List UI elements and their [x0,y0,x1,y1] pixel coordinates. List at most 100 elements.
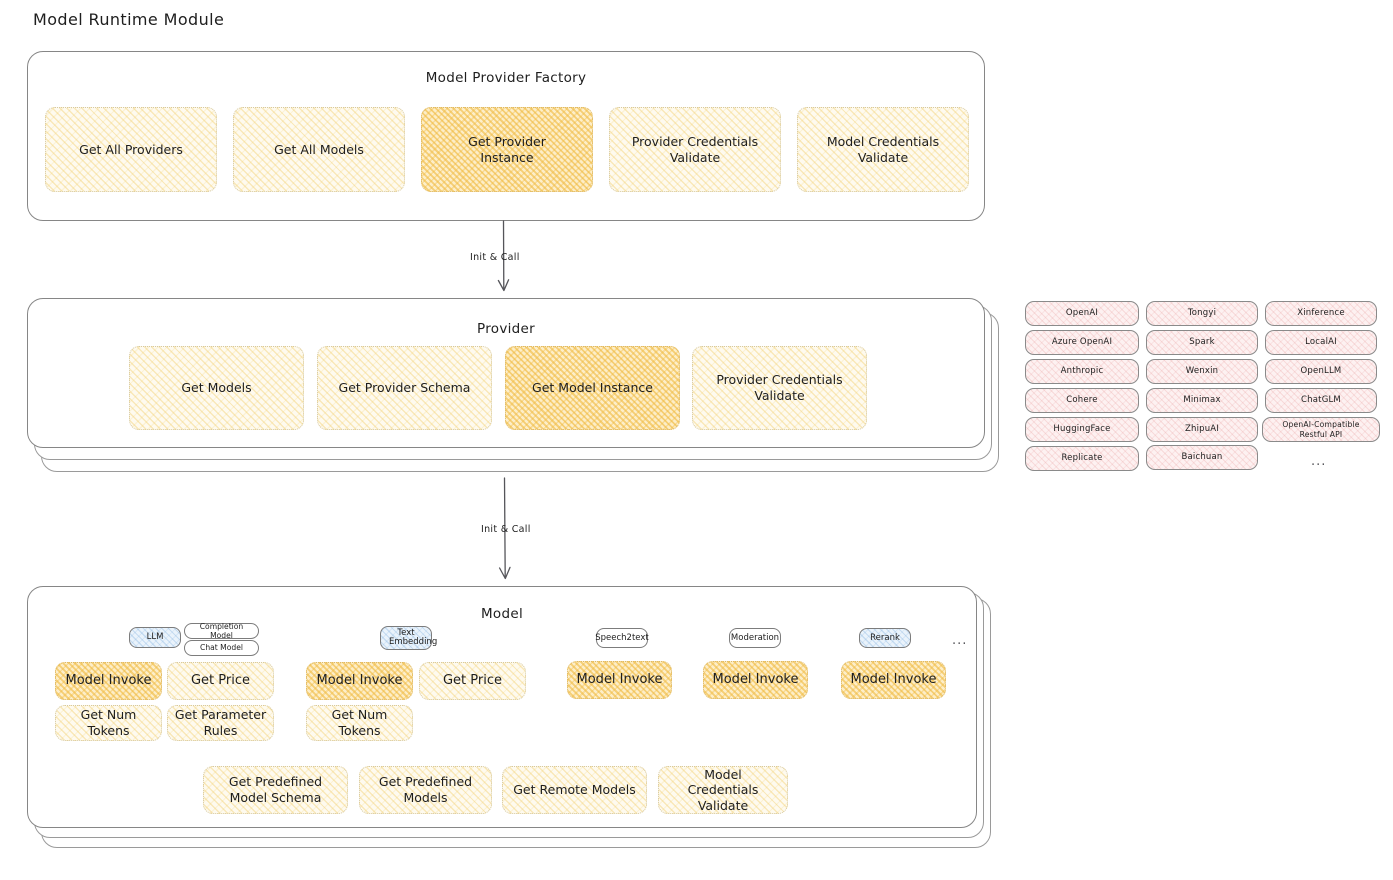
provider-chip-label: Spark [1189,337,1215,348]
method-label: Get Predefined Model Schema [228,774,323,805]
model-type-chip-llm[interactable]: LLM [129,627,181,648]
provider-chip-openai[interactable]: OpenAI [1025,301,1139,326]
model-method-get-remote-models[interactable]: Get Remote Models [502,766,647,814]
text-embedding-method-model-invoke[interactable]: Model Invoke [306,662,413,700]
provider-box-provider-credentials-validate[interactable]: Provider Credentials Validate [692,346,867,430]
speech2text-method-model-invoke[interactable]: Model Invoke [567,661,672,699]
provider-chip-wenxin[interactable]: Wenxin [1146,359,1258,384]
arrow-provider-to-model [498,477,511,580]
provider-box-get-models[interactable]: Get Models [129,346,304,430]
factory-box-label: Model Credentials Validate [826,133,940,165]
provider-chip-zhipuai[interactable]: ZhipuAI [1146,417,1258,442]
page-title: Model Runtime Module [33,10,225,29]
provider-box-get-model-instance[interactable]: Get Model Instance [505,346,680,430]
factory-box-get-all-providers[interactable]: Get All Providers [45,107,217,192]
factory-box-label: Provider Credentials Validate [631,133,759,165]
provider-chip-replicate[interactable]: Replicate [1025,446,1139,471]
provider-box-label: Get Models [181,380,252,396]
provider-chip-label: Baichuan [1181,452,1223,463]
model-subtype-chip-chat-model[interactable]: Chat Model [184,640,259,656]
provider-chip-label: OpenAI [1065,308,1099,319]
model-type-chip-rerank[interactable]: Rerank [859,628,911,648]
model-subtype-chip-completion-model[interactable]: Completion Model [184,621,259,640]
method-label: Get Predefined Models [378,774,473,805]
method-label: Get Parameter Rules [174,707,267,738]
method-label: Model Invoke [712,671,799,687]
provider-chip-label: Tongyi [1187,308,1217,319]
method-label: Get Num Tokens [331,707,388,738]
provider-chip-label: Cohere [1066,395,1098,406]
moderation-method-model-invoke[interactable]: Model Invoke [703,661,808,699]
provider-chip-label: Anthropic [1060,366,1104,377]
model-types-more-ellipsis: ... [952,633,968,648]
llm-method-get-num-tokens[interactable]: Get Num Tokens [55,705,162,741]
method-label: Model Invoke [316,672,403,688]
provider-chip-anthropic[interactable]: Anthropic [1025,359,1139,384]
factory-box-model-credentials-validate[interactable]: Model Credentials Validate [797,107,969,192]
factory-box-get-provider-instance[interactable]: Get Provider Instance [421,107,593,192]
model-type-chip-text-embedding[interactable]: Text Embedding [380,626,438,650]
model-subtype-label: Chat Model [200,643,243,653]
model-method-get-predefined-model-schema[interactable]: Get Predefined Model Schema [203,766,348,814]
provider-chip-openllm[interactable]: OpenLLM [1265,359,1377,384]
model-type-chip-speech2text[interactable]: Speech2text [595,628,649,648]
text-embedding-method-get-price[interactable]: Get Price [419,662,526,700]
provider-chip-azure-openai[interactable]: Azure OpenAI [1025,330,1139,355]
provider-box-label: Provider Credentials Validate [716,372,843,403]
provider-box-get-provider-schema[interactable]: Get Provider Schema [317,346,492,430]
provider-chip-label: Xinference [1297,308,1345,319]
provider-list-more-ellipsis: ... [1311,454,1327,469]
provider-chip-baichuan[interactable]: Baichuan [1146,445,1258,470]
factory-box-label: Get All Models [274,141,364,157]
provider-chip-label: OpenAI-Compatible Restful API [1282,420,1360,439]
factory-box-label: Get All Providers [79,141,183,157]
method-label: Model Invoke [576,671,663,687]
provider-chip-openai-compatible-restful-api[interactable]: OpenAI-Compatible Restful API [1262,417,1380,442]
provider-chip-localai[interactable]: LocalAI [1265,330,1377,355]
provider-chip-label: HuggingFace [1053,424,1111,435]
model-type-label: Moderation [730,632,780,643]
arrow-label-init-and-call-1: Init & Call [470,252,520,263]
llm-method-get-parameter-rules[interactable]: Get Parameter Rules [167,705,274,741]
provider-chip-label: ChatGLM [1301,395,1341,406]
provider-chip-label: OpenLLM [1300,366,1342,377]
text-embedding-method-get-num-tokens[interactable]: Get Num Tokens [306,705,413,741]
factory-box-provider-credentials-validate[interactable]: Provider Credentials Validate [609,107,781,192]
provider-chip-spark[interactable]: Spark [1146,330,1258,355]
method-label: Get Remote Models [513,782,636,798]
factory-box-label: Get Provider Instance [468,133,546,165]
model-method-model-credentials-validate[interactable]: Model Credentials Validate [658,766,788,814]
model-type-label: LLM [146,632,164,643]
model-provider-factory-title: Model Provider Factory [425,70,587,86]
model-subtype-label: Completion Model [199,621,244,640]
method-label: Get Num Tokens [80,707,137,738]
provider-chip-xinference[interactable]: Xinference [1265,301,1377,326]
provider-chip-minimax[interactable]: Minimax [1146,388,1258,413]
model-title: Model [480,606,524,622]
model-type-label: Rerank [870,632,900,643]
rerank-method-model-invoke[interactable]: Model Invoke [841,661,946,699]
provider-chip-chatglm[interactable]: ChatGLM [1265,388,1377,413]
provider-chip-label: Azure OpenAI [1051,337,1113,348]
provider-chip-label: Minimax [1183,395,1221,406]
model-type-label: Speech2text [595,632,649,643]
method-label: Model Invoke [65,672,152,688]
model-type-chip-moderation[interactable]: Moderation [729,628,781,648]
arrow-label-init-and-call-2: Init & Call [481,524,531,535]
method-label: Model Invoke [850,671,937,687]
provider-chip-tongyi[interactable]: Tongyi [1146,301,1258,326]
provider-chip-label: Wenxin [1185,366,1219,377]
model-type-label: Text Embedding [389,627,438,647]
model-method-get-predefined-models[interactable]: Get Predefined Models [359,766,492,814]
method-label: Get Price [190,672,250,688]
method-label: Model Credentials Validate [687,766,759,813]
provider-box-label: Get Provider Schema [338,380,471,396]
provider-chip-cohere[interactable]: Cohere [1025,388,1139,413]
arrow-factory-to-provider [497,220,510,292]
llm-method-get-price[interactable]: Get Price [167,662,274,700]
provider-chip-huggingface[interactable]: HuggingFace [1025,417,1139,442]
llm-method-model-invoke[interactable]: Model Invoke [55,662,162,700]
factory-box-get-all-models[interactable]: Get All Models [233,107,405,192]
provider-title: Provider [477,321,535,337]
